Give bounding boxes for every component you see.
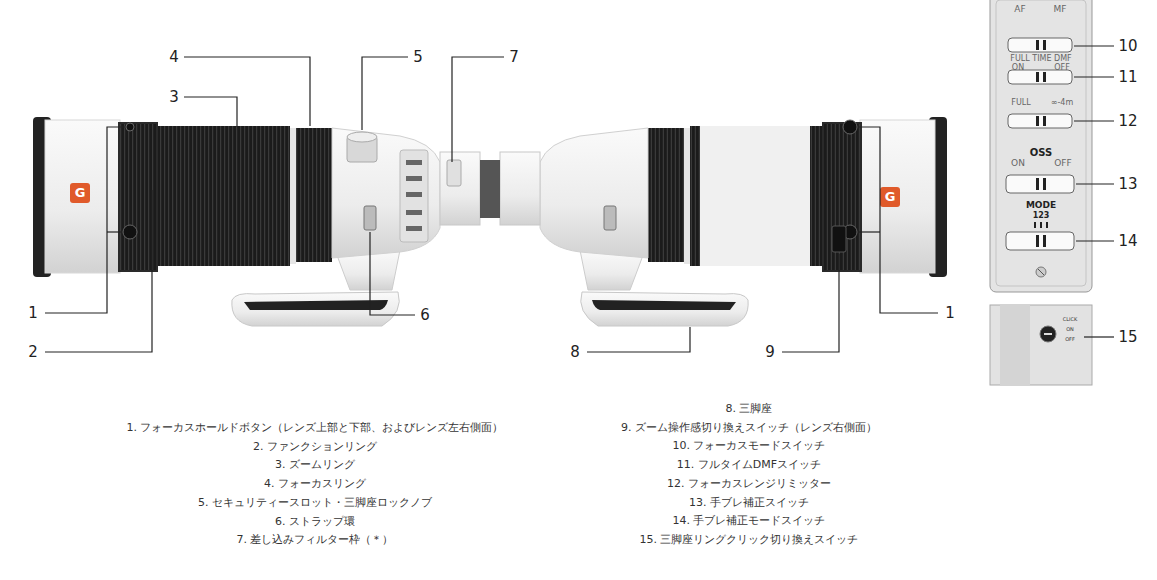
callout-number: 1: [945, 305, 955, 322]
callout-number: 10: [1118, 38, 1137, 55]
switch-label: MF: [1054, 5, 1067, 15]
leader-lines: [45, 46, 1114, 352]
callout-number: 14: [1118, 233, 1137, 250]
switch-label: ON: [1066, 327, 1074, 333]
callout-number: 2: [28, 344, 38, 361]
tripod-switch-inset: [990, 305, 1092, 385]
callout-number: 13: [1118, 176, 1137, 193]
callout-number: 5: [413, 49, 423, 66]
lens-left-view: [33, 117, 492, 326]
switch-label: OFF: [1054, 159, 1071, 169]
switch-label: ON: [1012, 64, 1024, 73]
part-list-item: 15. 三脚座リングクリック切り換えスイッチ: [640, 534, 859, 546]
part-list-item: 6. ストラップ環: [275, 515, 355, 527]
callout-number: 15: [1118, 329, 1137, 346]
switch-label: FULL: [1011, 99, 1030, 108]
logo-letter: G: [885, 190, 896, 204]
part-list-item: 3. ズームリング: [275, 459, 355, 471]
switch-label: OFF: [1054, 64, 1070, 73]
switch-label: OSS: [1030, 147, 1052, 158]
lens-right-view: [488, 117, 947, 326]
part-list-item: 5. セキュリティースロット・三脚座ロックノブ: [198, 497, 432, 509]
part-list-item: 2. ファンクションリング: [253, 441, 377, 453]
switch-label: CLICK: [1063, 317, 1078, 323]
callout-number: 4: [169, 49, 179, 66]
part-list-item: 1. フォーカスホールドボタン（レンズ上部と下部、およびレンズ左右側面）: [127, 422, 504, 434]
switch-label: MODE: [1026, 201, 1056, 211]
part-list-item: 12. フォーカスレンジリミッター: [667, 478, 831, 490]
switch-label: FULL TIME DMF: [1010, 55, 1071, 64]
switch-panel: [990, 0, 1092, 292]
switch-label: ON: [1011, 159, 1025, 169]
callout-number: 9: [765, 344, 775, 361]
logo-letter: G: [75, 186, 86, 200]
switch-label: ∞-4m: [1051, 99, 1073, 108]
switch-label: OFF: [1065, 337, 1075, 343]
callout-number: 8: [570, 344, 580, 361]
g-logo: [70, 183, 90, 203]
callout-number: 6: [420, 307, 430, 324]
callout-number: 3: [169, 89, 179, 106]
part-list-item: 13. 手ブレ補正スイッチ: [689, 496, 809, 508]
g-logo: [880, 187, 900, 207]
callout-number: 11: [1118, 69, 1137, 86]
part-list-item: 10. フォーカスモードスイッチ: [673, 440, 826, 452]
switch-label: 123: [1033, 212, 1050, 221]
part-list-item: 14. 手ブレ補正モードスイッチ: [673, 515, 826, 527]
part-list-item: 11. フルタイムDMFスイッチ: [677, 459, 821, 471]
callout-number: 7: [509, 49, 519, 66]
switch-label: AF: [1014, 5, 1025, 15]
part-list-item: 4. フォーカスリング: [264, 478, 366, 490]
part-list-item: 9. ズーム操作感切り換えスイッチ（レンズ右側面）: [621, 422, 877, 434]
part-list-item: 7. 差し込みフィルター枠（＊）: [237, 534, 394, 546]
zoom-switch: [832, 226, 846, 252]
callout-number: 12: [1118, 113, 1137, 130]
part-list-item: 8. 三脚座: [726, 403, 773, 415]
callout-number: 1: [28, 305, 38, 322]
